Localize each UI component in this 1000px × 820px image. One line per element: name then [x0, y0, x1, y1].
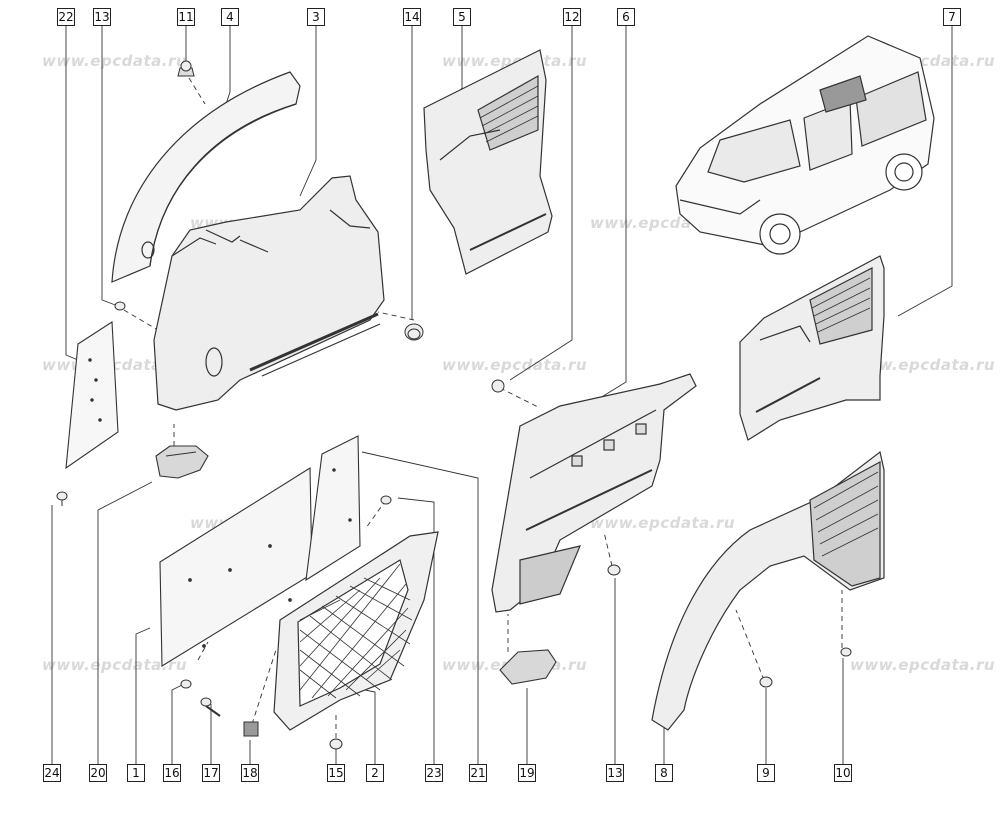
part-5-upper-trim-panel: [423, 49, 553, 275]
callout-13-bottom: 13: [606, 764, 624, 782]
part-13-screw: [114, 301, 126, 311]
callout-8: 8: [655, 764, 673, 782]
part-12-clip: [491, 379, 505, 393]
part-9-clip: [759, 676, 773, 688]
callout-15: 15: [327, 764, 345, 782]
callout-20: 20: [89, 764, 107, 782]
part-4-wheel-arch-trim: [111, 71, 301, 283]
callout-3: 3: [307, 8, 325, 26]
callout-17: 17: [202, 764, 220, 782]
callout-21: 21: [469, 764, 487, 782]
callout-1: 1: [127, 764, 145, 782]
part-19-bracket: [499, 649, 557, 685]
watermark: www.epcdata.ru: [850, 656, 996, 674]
part-22-side-panel: [65, 321, 119, 470]
part-8-lower-side-trim: [651, 450, 885, 731]
callout-4: 4: [221, 8, 239, 26]
callout-18: 18: [241, 764, 259, 782]
part-14-plug: [404, 323, 424, 341]
part-15-clip: [329, 738, 343, 750]
callout-7: 7: [943, 8, 961, 26]
part-24-screw: [56, 491, 68, 506]
part-3-quarter-trim-panel: [153, 175, 385, 411]
watermark: www.epcdata.ru: [42, 52, 188, 70]
callout-24: 24: [43, 764, 61, 782]
callout-12: 12: [563, 8, 581, 26]
part-11-clip: [177, 60, 195, 77]
part-23-clip: [380, 495, 392, 505]
leader-lines: [51, 26, 953, 766]
callout-22: 22: [57, 8, 75, 26]
callout-14: 14: [403, 8, 421, 26]
callout-2: 2: [366, 764, 384, 782]
callout-6: 6: [617, 8, 635, 26]
callout-16: 16: [163, 764, 181, 782]
part-4-hole: [141, 241, 155, 259]
callout-9: 9: [757, 764, 775, 782]
part-18-nut: [243, 721, 259, 737]
part-21-strip-board: [305, 435, 361, 582]
part-20-bracket: [155, 445, 209, 479]
watermark: www.epcdata.ru: [442, 52, 588, 70]
part-17-bolt: [200, 697, 221, 717]
callout-5: 5: [453, 8, 471, 26]
assembly-arrows: [123, 77, 843, 738]
callout-23: 23: [425, 764, 443, 782]
part-10-screw: [840, 647, 852, 657]
callout-11: 11: [177, 8, 195, 26]
watermark: www.epcdata.ru: [590, 514, 736, 532]
part-7-rear-right-panel: [739, 255, 885, 441]
watermark: www.epcdata.ru: [850, 356, 996, 374]
watermark: www.epcdata.ru: [442, 356, 588, 374]
callout-19: 19: [518, 764, 536, 782]
part-16-screw: [180, 679, 192, 689]
watermark: www.epcdata.ru: [42, 656, 188, 674]
part-6-side-trim: [491, 373, 697, 613]
part-2-grille-panel: [273, 531, 439, 731]
callout-10: 10: [834, 764, 852, 782]
part-13-clip: [607, 564, 621, 576]
van-illustration: [675, 35, 935, 255]
callout-13: 13: [93, 8, 111, 26]
